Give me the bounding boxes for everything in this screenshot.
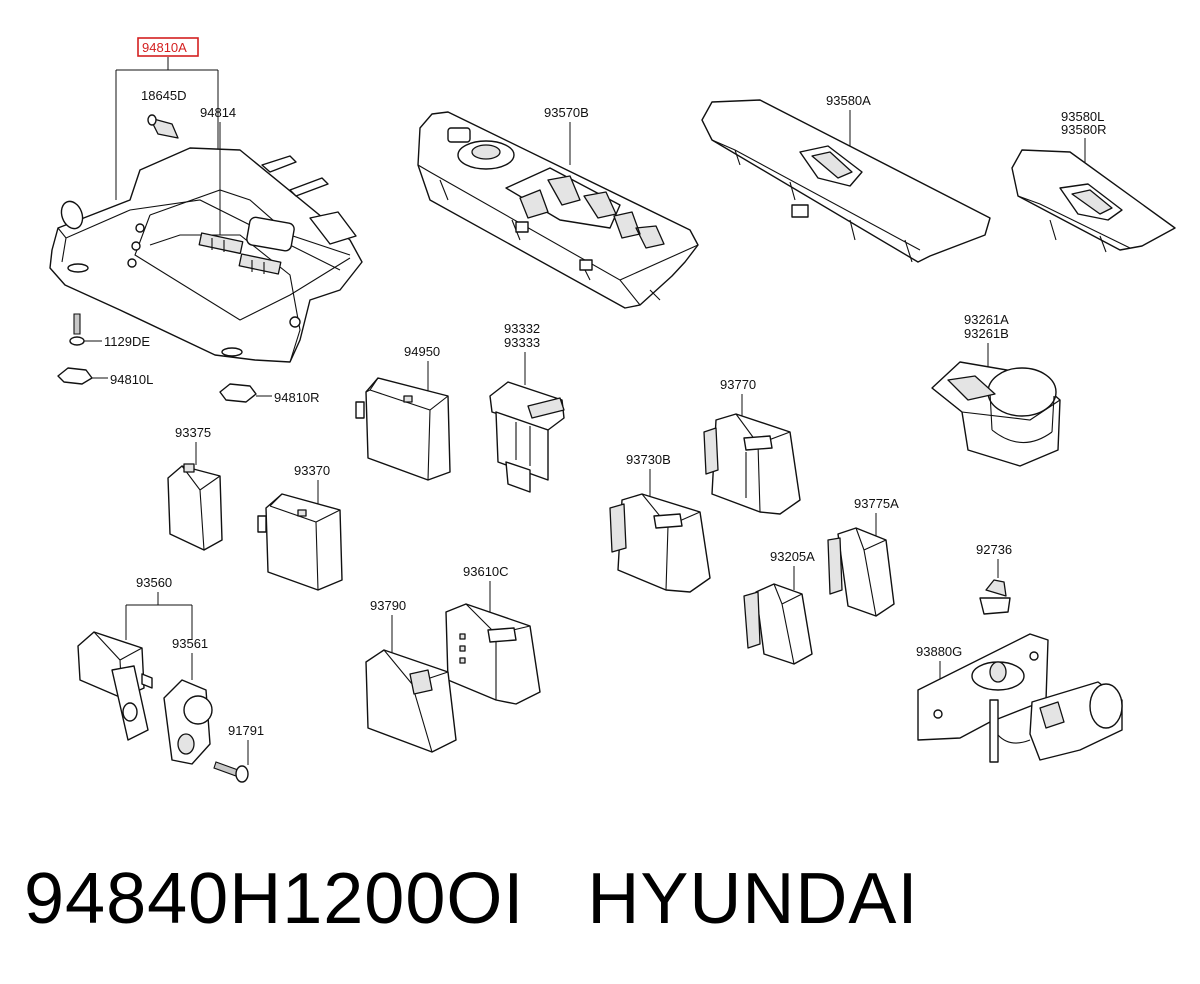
part-94950[interactable]: 94950 — [355, 344, 451, 481]
label-93580L: 93580L — [1061, 109, 1104, 124]
part-93790[interactable]: 93790 — [365, 598, 457, 753]
label-93370: 93370 — [294, 463, 330, 478]
label-93790: 93790 — [370, 598, 406, 613]
part-93570B[interactable]: 93570B — [417, 105, 699, 309]
label-18645D: 18645D — [141, 88, 187, 103]
part-93205A[interactable]: 93205A — [743, 549, 815, 665]
label-93261B: 93261B — [964, 326, 1009, 341]
label-93261A: 93261A — [964, 312, 1009, 327]
label-93570B: 93570B — [544, 105, 589, 120]
label-93770: 93770 — [720, 377, 756, 392]
part-93580A[interactable]: 93580A — [701, 93, 991, 263]
caption: 94840H1200OI HYUNDAI — [24, 858, 918, 940]
label-91791: 91791 — [228, 723, 264, 738]
label-93610C: 93610C — [463, 564, 509, 579]
part-93261A-B[interactable]: 93261A 93261B — [931, 312, 1061, 467]
label-93580A: 93580A — [826, 93, 871, 108]
label-94810R: 94810R — [274, 390, 320, 405]
part-93561[interactable]: 93561 — [163, 636, 213, 765]
label-93560: 93560 — [136, 575, 172, 590]
part-94810R[interactable]: 94810R — [219, 383, 320, 405]
label-94814: 94814 — [200, 105, 236, 120]
label-93205A: 93205A — [770, 549, 815, 564]
part-93770[interactable]: 93770 — [703, 377, 801, 515]
caption-part-number: 94840H1200OI — [24, 859, 525, 939]
part-93880G[interactable]: 93880G — [916, 633, 1123, 763]
label-94950: 94950 — [404, 344, 440, 359]
label-93332: 93332 — [504, 321, 540, 336]
part-93560[interactable]: 93560 — [77, 575, 193, 741]
part-92736[interactable]: 92736 — [976, 542, 1012, 615]
part-93580L-R[interactable]: 93580L 93580R — [1011, 109, 1176, 253]
part-93775A[interactable]: 93775A — [827, 496, 899, 617]
highlight-box-94810A — [137, 37, 199, 57]
label-93775A: 93775A — [854, 496, 899, 511]
label-93730B: 93730B — [626, 452, 671, 467]
label-93333: 93333 — [504, 335, 540, 350]
label-93375: 93375 — [175, 425, 211, 440]
part-91791[interactable]: 91791 — [213, 723, 264, 783]
label-1129DE: 1129DE — [104, 334, 150, 349]
part-94810A[interactable]: 94810A 94814 — [49, 37, 363, 363]
part-93610C[interactable]: 93610C — [445, 564, 541, 705]
label-94810A: 94810A — [142, 40, 187, 55]
caption-brand: HYUNDAI — [587, 859, 919, 939]
part-93375[interactable]: 93375 — [167, 425, 223, 551]
label-92736: 92736 — [976, 542, 1012, 557]
part-93370[interactable]: 93370 — [257, 463, 343, 591]
label-93580R: 93580R — [1061, 122, 1107, 137]
part-94810L[interactable]: 94810L — [57, 367, 153, 387]
label-94810L: 94810L — [110, 372, 153, 387]
part-93332-93333[interactable]: 93332 93333 — [489, 321, 565, 493]
part-1129DE[interactable]: 1129DE — [69, 313, 150, 349]
part-93730B[interactable]: 93730B — [609, 452, 711, 593]
label-93561: 93561 — [172, 636, 208, 651]
part-18645D[interactable]: 18645D — [141, 88, 187, 139]
label-93880G: 93880G — [916, 644, 962, 659]
